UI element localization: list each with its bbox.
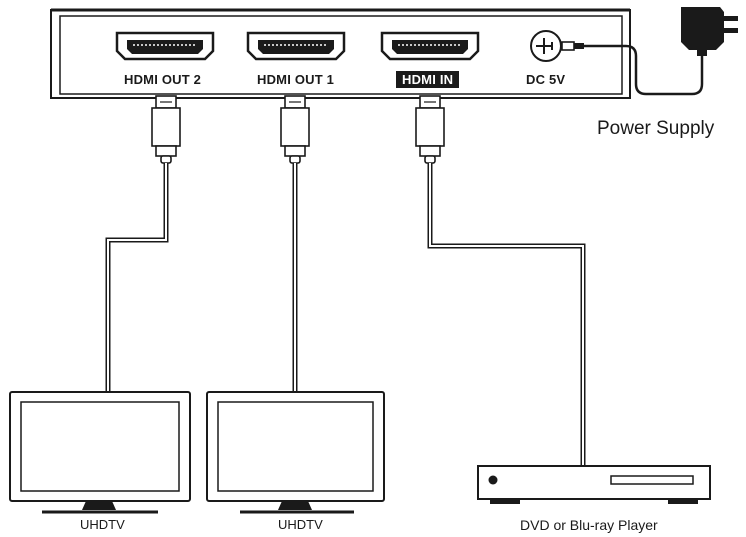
dvd-player-label: DVD or Blu-ray Player (520, 517, 658, 533)
hdmi-in-plug-icon (415, 95, 445, 164)
hdmi-out-2-plug-icon (151, 95, 181, 164)
hdmi-out-1-plug-icon (280, 95, 310, 164)
hdmi-in-label: HDMI IN (396, 71, 460, 88)
uhdtv-left-icon (9, 391, 191, 514)
hdmi-out-2-label: HDMI OUT 2 (124, 72, 202, 87)
uhdtv-right-label: UHDTV (278, 517, 323, 532)
power-supply-label: Power Supply (597, 118, 715, 139)
uhdtv-left-label: UHDTV (80, 517, 125, 532)
uhdtv-right-icon (206, 391, 385, 514)
dc-jack-icon (530, 30, 584, 62)
hdmi-in-port-icon (380, 31, 480, 61)
hdmi-out-1-label: HDMI OUT 1 (257, 72, 335, 87)
hdmi-out-1-port-icon (246, 31, 346, 61)
hdmi-out-2-port-icon (115, 31, 215, 61)
dvd-player-icon (477, 465, 711, 504)
power-cable (584, 44, 704, 96)
power-adapter-icon (681, 7, 738, 56)
dc-5v-label: DC 5V (526, 72, 566, 87)
